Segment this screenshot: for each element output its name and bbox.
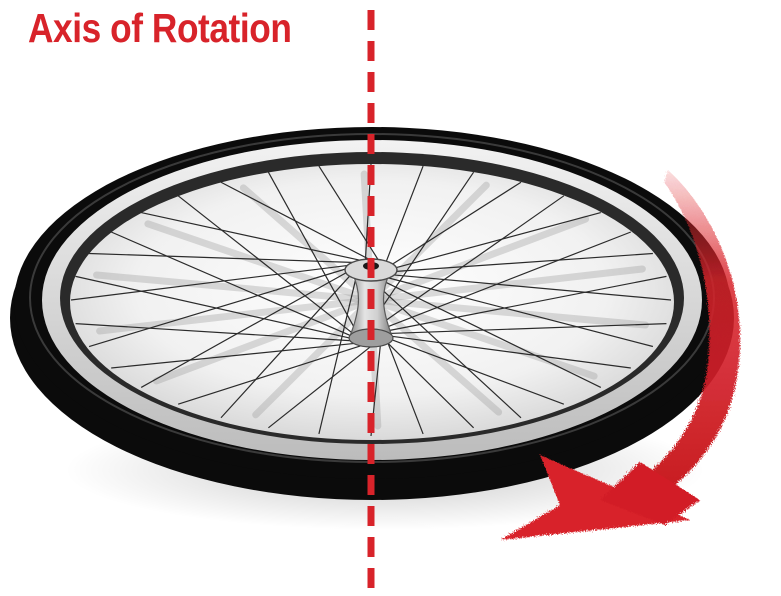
spoke bbox=[318, 277, 357, 435]
blur-spoke bbox=[367, 265, 646, 304]
spoke bbox=[70, 264, 351, 301]
arrow-neck bbox=[600, 462, 700, 525]
blur-spoke bbox=[367, 296, 598, 380]
spoke bbox=[389, 338, 565, 405]
arrow-head bbox=[500, 455, 690, 540]
blur-spoke bbox=[367, 215, 590, 304]
spoke bbox=[386, 275, 667, 332]
spoke bbox=[374, 195, 565, 329]
spoke bbox=[75, 323, 356, 342]
spoke bbox=[394, 252, 653, 273]
spoke bbox=[381, 231, 632, 330]
spoke bbox=[140, 271, 348, 388]
spoke bbox=[367, 171, 475, 329]
spoke bbox=[220, 274, 351, 419]
spoke bbox=[390, 335, 631, 369]
spoke bbox=[385, 165, 424, 263]
spoke bbox=[89, 252, 356, 264]
spoke bbox=[88, 267, 348, 348]
blur-spoke bbox=[152, 296, 375, 385]
blur-spoke bbox=[252, 296, 375, 419]
spoke bbox=[267, 171, 357, 332]
spoke bbox=[391, 181, 522, 266]
spoke bbox=[177, 195, 353, 334]
spoke bbox=[379, 278, 602, 388]
spoke bbox=[110, 231, 352, 337]
blur-spoke bbox=[367, 181, 490, 304]
spoke bbox=[111, 342, 361, 369]
diagram-title: Axis of Rotation bbox=[28, 5, 292, 51]
blur-spoke bbox=[96, 296, 375, 335]
spoke bbox=[141, 211, 363, 262]
spoke bbox=[371, 279, 522, 419]
blur-spoke bbox=[367, 296, 649, 329]
rotation-direction-arrow bbox=[500, 170, 741, 540]
spoke bbox=[394, 212, 601, 269]
blur-spoke bbox=[144, 220, 375, 304]
spoke bbox=[389, 323, 667, 335]
spoke bbox=[392, 274, 672, 301]
blur-spoke bbox=[239, 184, 375, 304]
spoke bbox=[268, 343, 375, 429]
arrow-shaft bbox=[652, 170, 741, 490]
spoke bbox=[385, 340, 475, 429]
blur-spoke bbox=[93, 271, 375, 304]
spokes bbox=[70, 163, 672, 437]
spoke bbox=[177, 343, 368, 405]
spoke bbox=[75, 275, 353, 340]
